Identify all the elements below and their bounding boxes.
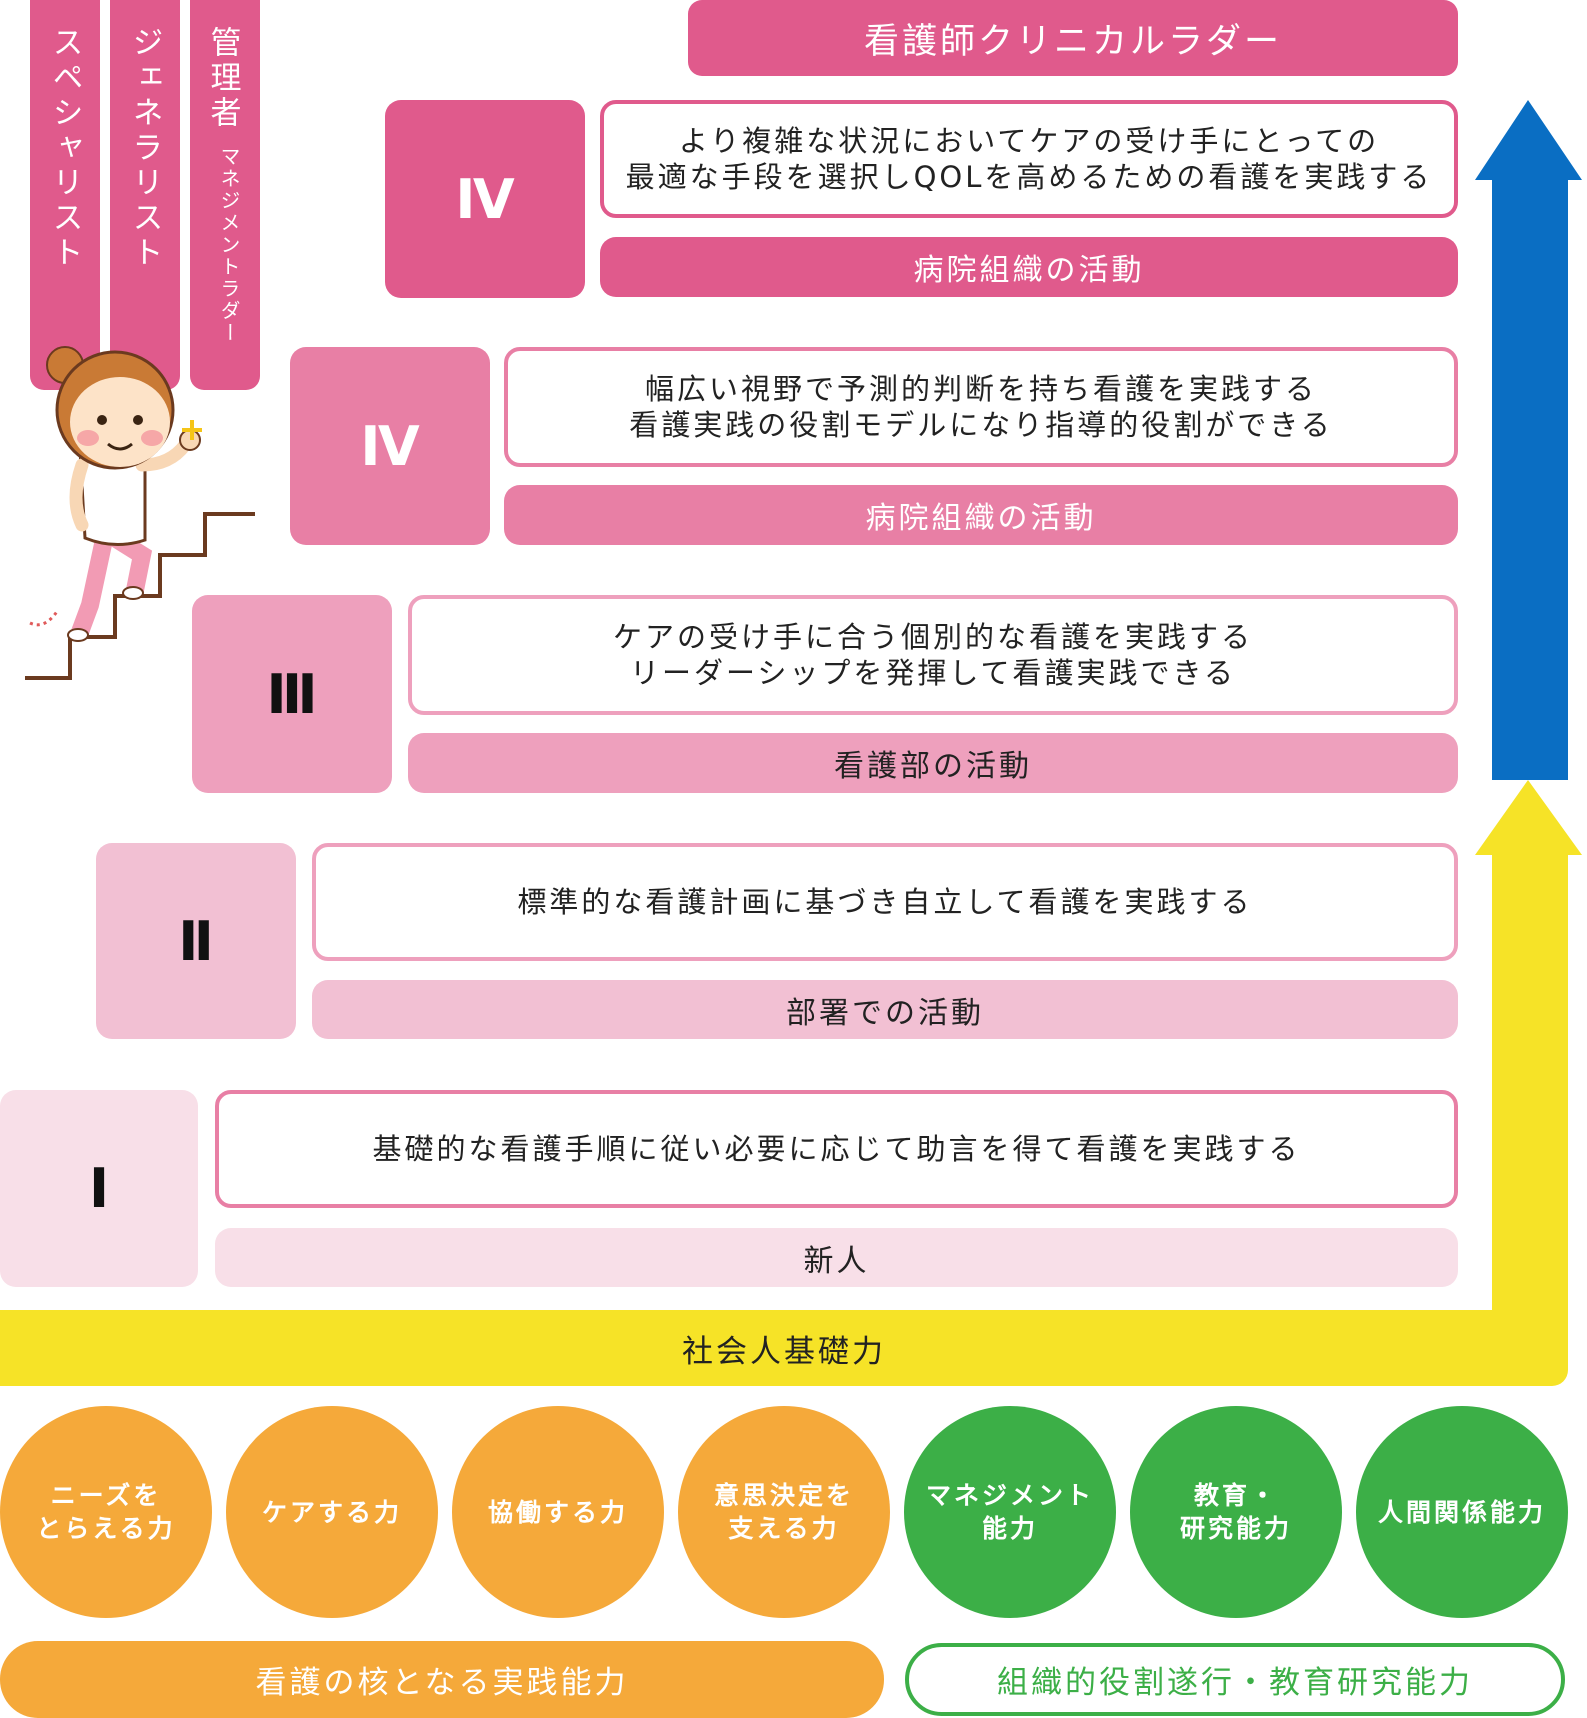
ability-circle-relations: 人間関係能力: [1356, 1406, 1568, 1618]
ability-circle-education: 教育・ 研究能力: [1130, 1406, 1342, 1618]
level-3-description: ケアの受け手に合う個別的な看護を実践する リーダーシップを発揮して看護実践できる: [408, 595, 1458, 715]
track-specialist-label: スペシャリスト: [46, 26, 83, 271]
level-2-description: 標準的な看護計画に基づき自立して看護を実践する: [312, 843, 1458, 961]
level-4a-desc-line2: 最適な手段を選択しQOLを高めるための看護を実践する: [625, 160, 1433, 194]
track-manager-label: 管理者: [204, 26, 241, 131]
level-4b-desc-line2: 看護実践の役割モデルになり指導的役割ができる: [629, 408, 1333, 442]
ability-needs-line2: とらえる力: [36, 1514, 176, 1543]
level-3-desc-line1: ケアの受け手に合う個別的な看護を実践する: [612, 620, 1253, 654]
track-generalist: ジェネラリスト: [110, 0, 180, 390]
core-abilities-label: 看護の核となる実践能力: [0, 1641, 884, 1718]
blue-up-arrow: [1475, 100, 1582, 780]
ability-decision-line1: 意思決定を: [713, 1481, 854, 1510]
level-4a-desc-line1: より複雑な状況においてケアの受け手にとっての: [678, 124, 1380, 158]
ability-needs-line1: ニーズを: [50, 1481, 162, 1510]
track-specialist: スペシャリスト: [30, 0, 100, 390]
level-1-desc-line1: 基礎的な看護手順に従い必要に応じて助言を得て看護を実践する: [372, 1132, 1301, 1166]
level-4a-box: Ⅳ: [385, 100, 585, 298]
level-4b-desc-line1: 幅広い視野で予測的判断を持ち看護を実践する: [644, 372, 1317, 406]
ability-circle-care: ケアする力: [226, 1406, 438, 1618]
ability-decision-line2: 支える力: [728, 1514, 840, 1543]
level-1-box: Ⅰ: [0, 1090, 198, 1287]
track-manager: 管理者 マネジメントラダー: [190, 0, 260, 390]
level-4a-description: より複雑な状況においてケアの受け手にとっての 最適な手段を選択しQOLを高めるた…: [600, 100, 1458, 218]
level-1-description: 基礎的な看護手順に従い必要に応じて助言を得て看護を実践する: [215, 1090, 1458, 1208]
level-3-desc-line2: リーダーシップを発揮して看護実践できる: [630, 656, 1236, 690]
page-title: 看護師クリニカルラダー: [688, 0, 1458, 76]
level-1-activity: 新人: [215, 1228, 1458, 1287]
level-3-activity: 看護部の活動: [408, 733, 1458, 793]
ability-collaboration-line1: 協働する力: [487, 1497, 628, 1527]
foundation-bar: 社会人基礎力: [0, 1310, 1568, 1386]
level-2-desc-line1: 標準的な看護計画に基づき自立して看護を実践する: [517, 885, 1253, 919]
ability-management-line1: マネジメント: [925, 1481, 1094, 1510]
level-4a-activity: 病院組織の活動: [600, 237, 1458, 297]
level-3-box: Ⅲ: [192, 595, 392, 793]
ability-circle-management: マネジメント 能力: [904, 1406, 1116, 1618]
track-manager-sublabel: マネジメントラダー: [217, 146, 241, 344]
level-2-box: Ⅱ: [96, 843, 296, 1039]
ability-circle-decision: 意思決定を 支える力: [678, 1406, 890, 1618]
ability-circle-collaboration: 協働する力: [452, 1406, 664, 1618]
level-2-activity: 部署での活動: [312, 980, 1458, 1039]
level-4b-activity: 病院組織の活動: [504, 485, 1458, 545]
ability-education-line2: 研究能力: [1179, 1514, 1292, 1543]
ability-relations-line1: 人間関係能力: [1377, 1497, 1546, 1527]
level-4b-description: 幅広い視野で予測的判断を持ち看護を実践する 看護実践の役割モデルになり指導的役割…: [504, 347, 1458, 467]
ability-circle-needs: ニーズを とらえる力: [0, 1406, 212, 1618]
ability-care-line1: ケアする力: [261, 1497, 402, 1527]
ability-management-line2: 能力: [981, 1514, 1038, 1543]
track-generalist-label: ジェネラリスト: [126, 26, 163, 271]
level-4b-box: Ⅳ: [290, 347, 490, 545]
org-abilities-label: 組織的役割遂行・教育研究能力: [905, 1643, 1565, 1716]
ability-education-line1: 教育・: [1193, 1481, 1278, 1510]
nurse-on-stairs-illustration: [25, 346, 255, 680]
yellow-up-arrow: [1475, 780, 1582, 1315]
